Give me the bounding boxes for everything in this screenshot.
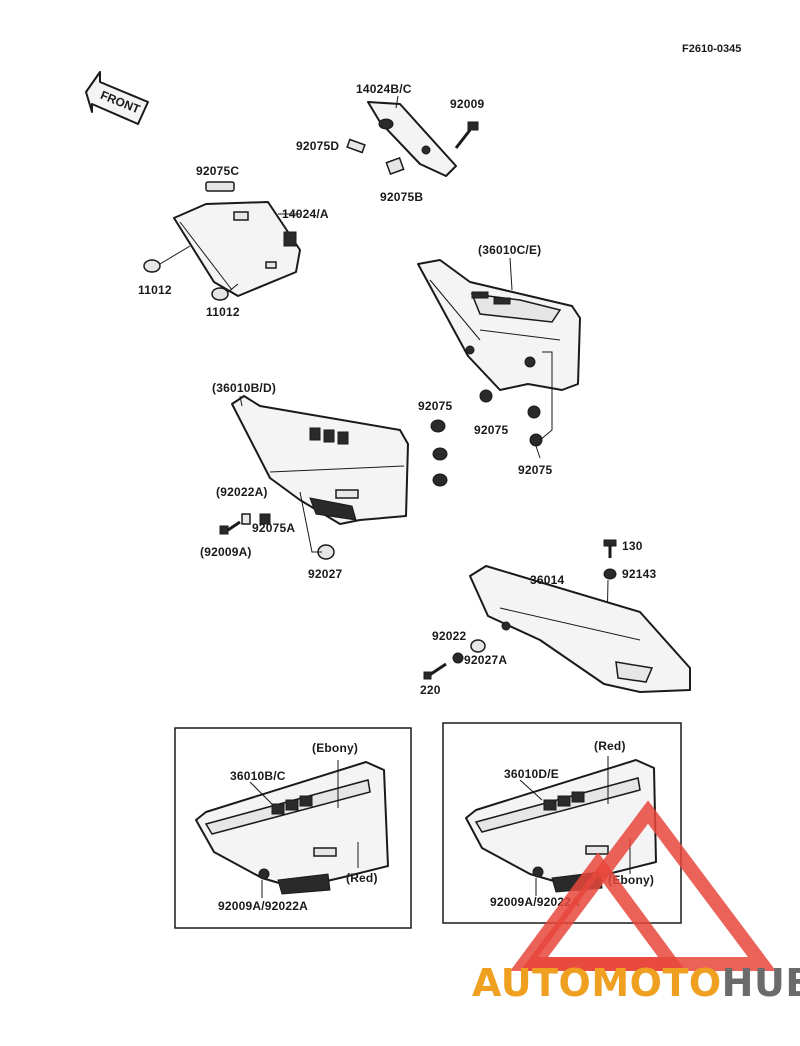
grommet-92075d-icon bbox=[346, 138, 366, 154]
label-220: 220 bbox=[420, 683, 441, 697]
part-14024a bbox=[173, 201, 301, 297]
part-14024bc bbox=[367, 101, 457, 177]
bolt-130-icon bbox=[603, 539, 617, 558]
label-36014: 36014 bbox=[530, 573, 564, 587]
grommet-92075-r2-icon bbox=[527, 405, 541, 419]
label-92075c: 92075C bbox=[196, 164, 239, 178]
inset-left-fasteners: 92009A/92022A bbox=[218, 899, 308, 913]
bolt-92009a-icon bbox=[219, 520, 241, 535]
inset-left-part: 36010B/C bbox=[230, 769, 286, 783]
collar-92027a-icon bbox=[470, 639, 486, 653]
nut-92143-icon bbox=[603, 568, 617, 580]
label-92143: 92143 bbox=[622, 567, 656, 581]
front-arrow-icon: FRONT bbox=[85, 71, 149, 125]
label-36010bd: (36010B/D) bbox=[212, 381, 276, 395]
label-92022: 92022 bbox=[432, 629, 466, 643]
inset-right-color-top: (Red) bbox=[594, 739, 626, 753]
part-36014 bbox=[469, 565, 691, 693]
diagram-code: F2610-0345 bbox=[682, 43, 741, 55]
inset-left-color-bottom: (Red) bbox=[346, 871, 378, 885]
bolt-92009-icon bbox=[454, 121, 479, 149]
label-92075a: 92075A bbox=[252, 521, 295, 535]
watermark-text: AUTOMOTOHUB bbox=[472, 961, 800, 1005]
label-130: 130 bbox=[622, 539, 643, 553]
label-92075b: 92075B bbox=[380, 190, 423, 204]
label-92027a: 92027A bbox=[464, 653, 507, 667]
inset-right-part: 36010D/E bbox=[504, 767, 559, 781]
label-92009a: (92009A) bbox=[200, 545, 252, 559]
washer-92022-icon bbox=[452, 652, 464, 664]
label-11012-left: 11012 bbox=[138, 283, 172, 297]
grommet-11012-left-icon bbox=[143, 245, 191, 273]
grommet-92075c-icon bbox=[205, 181, 235, 192]
label-92075d: 92075D bbox=[296, 139, 339, 153]
bolt-220-icon bbox=[423, 662, 447, 680]
label-14024bc: 14024B/C bbox=[356, 82, 412, 96]
label-92075-s: 92075 bbox=[418, 399, 452, 413]
label-11012-right: 11012 bbox=[206, 305, 240, 319]
grommet-92075-s3-icon bbox=[432, 473, 448, 487]
grommet-92075-s2-icon bbox=[432, 447, 448, 461]
label-92075-r1: 92075 bbox=[474, 423, 508, 437]
part-36010bd bbox=[231, 395, 409, 525]
label-36010ce: (36010C/E) bbox=[478, 243, 541, 257]
label-14024a: 14024/A bbox=[282, 207, 329, 221]
inset-left-color-top: (Ebony) bbox=[312, 741, 358, 755]
grommet-92075-s1-icon bbox=[430, 419, 446, 433]
grommet-92075-r1-icon bbox=[479, 389, 493, 403]
label-92009: 92009 bbox=[450, 97, 484, 111]
grommet-92075a-icon bbox=[259, 513, 271, 525]
label-92075-r3: 92075 bbox=[518, 463, 552, 477]
washer-92022a-icon bbox=[241, 513, 251, 525]
watermark-logo: AUTOMOTOHUB bbox=[472, 800, 800, 1005]
grommet-11012-right-icon bbox=[211, 283, 239, 301]
label-92027: 92027 bbox=[308, 567, 342, 581]
inset-right-fasteners: 92009A/92022A bbox=[490, 895, 580, 909]
part-36010ce bbox=[417, 259, 581, 391]
inset-left: 36010B/C (Ebony) (Red) 92009A/92022A bbox=[174, 727, 412, 929]
label-92022a: (92022A) bbox=[216, 485, 268, 499]
